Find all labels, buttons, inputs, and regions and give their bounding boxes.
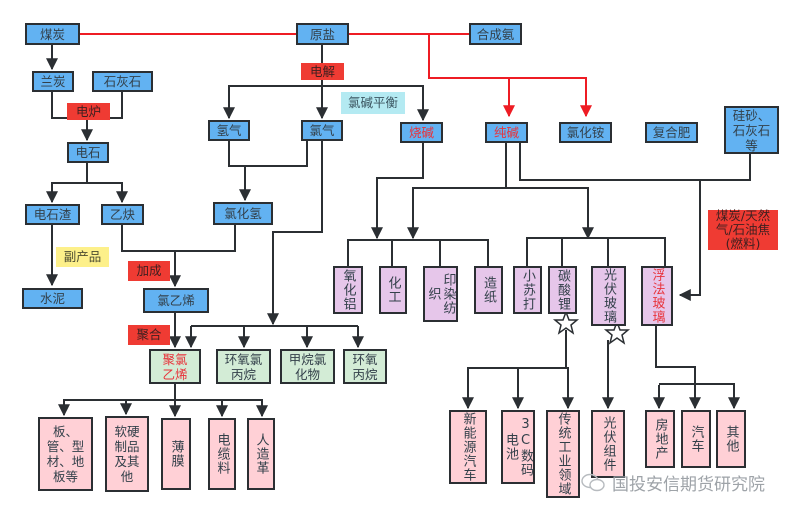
red-line-to-ammonium-chloride [509, 77, 592, 118]
node-new-energy-vehicles: 新能源汽车 [449, 410, 487, 484]
tag-fuel: 煤炭/天然气/石油焦(燃料) [708, 209, 778, 251]
node-silica-sand-limestone: 硅砂、石灰石等 [724, 106, 779, 154]
node-pvc-boards: 板、管、型材、地板等 [38, 417, 93, 491]
node-pvc: 聚氯乙烯 [149, 349, 201, 384]
node-pvc-cable: 电缆料 [208, 418, 236, 490]
node-float-glass: 浮法玻璃 [641, 266, 673, 326]
node-raw-salt: 原盐 [296, 23, 349, 45]
tag-addition: 加成 [128, 261, 170, 281]
lithium-star-icon [552, 309, 580, 335]
node-carbide-slag: 电石渣 [25, 204, 80, 225]
node-traditional-industry: 传统工业领域 [546, 410, 580, 498]
node-chemical-industry: 化工 [379, 266, 407, 314]
node-printing-dyeing-textile: 印染纺织 [423, 266, 458, 322]
node-digital-battery: 3C数码电池 [501, 410, 535, 484]
tag-chlor-alkali-balance: 氯碱平衡 [341, 92, 405, 114]
node-limestone: 石灰石 [92, 71, 153, 92]
node-pv-glass: 光伏玻璃 [591, 266, 626, 326]
tag-electric-furnace: 电炉 [67, 103, 110, 120]
node-semi-coke: 兰炭 [32, 71, 74, 92]
node-epichlorohydrin: 环氧氯丙烷 [216, 349, 271, 384]
node-cement: 水泥 [22, 288, 83, 309]
node-pvc-leather: 人造革 [247, 418, 275, 490]
pv-glass-star-icon [603, 319, 631, 345]
node-automobile: 汽车 [681, 410, 711, 468]
node-baking-soda: 小苏打 [513, 266, 542, 314]
node-pvc-film: 薄膜 [161, 418, 191, 490]
node-alumina: 氧化铝 [333, 266, 363, 314]
node-hydrogen-chloride: 氯化氢 [213, 202, 273, 225]
node-methane-chlorides: 甲烷氯化物 [280, 349, 335, 384]
node-soda-ash: 纯碱 [485, 122, 528, 143]
node-pvc-soft-hard: 软硬制品及其他 [105, 416, 149, 492]
red-line-to-soda-ash [428, 34, 515, 118]
node-caustic-soda: 烧碱 [400, 122, 443, 143]
node-compound-fertilizer: 复合肥 [645, 122, 698, 143]
star-icon [552, 309, 631, 345]
node-synthetic-ammonia: 合成氨 [469, 23, 522, 45]
node-chlorine: 氯气 [301, 120, 343, 141]
node-hydrogen: 氢气 [208, 120, 250, 141]
node-acetylene: 乙炔 [101, 204, 144, 225]
node-lithium-carbonate: 碳酸锂 [548, 266, 577, 314]
tag-byproduct: 副产品 [56, 247, 109, 267]
tag-polymerization: 聚合 [128, 325, 170, 345]
wechat-icon [581, 473, 605, 491]
node-others: 其他 [716, 410, 746, 468]
node-propylene-oxide: 环氧丙烷 [343, 349, 387, 384]
watermark: 国投安信期货研究院 [580, 470, 765, 495]
node-coal: 煤炭 [25, 23, 80, 45]
node-papermaking: 造纸 [474, 266, 503, 314]
node-real-estate: 房地产 [645, 410, 675, 468]
node-calcium-carbide: 电石 [67, 142, 109, 163]
node-vinyl-chloride: 氯乙烯 [143, 288, 209, 313]
tag-electrolysis: 电解 [301, 63, 344, 80]
node-pv-modules: 光伏组件 [591, 410, 625, 478]
node-ammonium-chloride: 氯化铵 [559, 122, 612, 143]
